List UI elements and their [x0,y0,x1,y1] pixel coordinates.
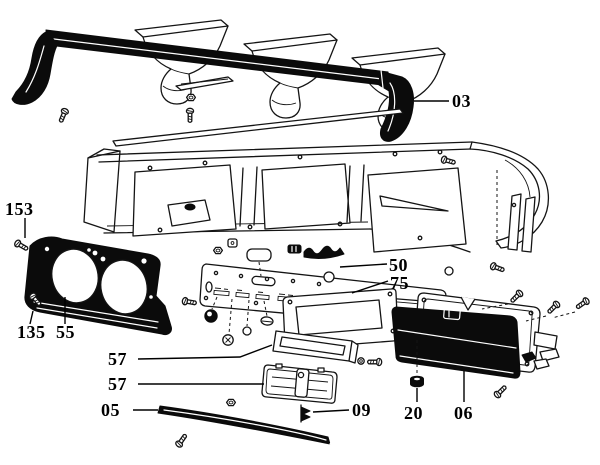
washer-icon [445,267,453,275]
knob-icon [205,310,217,322]
windshield-trim-strip [113,109,403,146]
heater-bezel-57 [273,331,358,363]
heater-control-57 [262,364,337,403]
part-label-03: 03 [452,91,471,111]
part-label-57a: 57 [108,349,127,369]
nut-icon [225,398,237,407]
grommet-20 [411,340,424,387]
screw-icon [181,296,198,308]
screw-icon [12,238,30,253]
glovebox-door-06 [392,307,520,378]
screw-icon [508,288,525,305]
knob-highlight [207,311,212,317]
washer-icon [357,357,365,365]
clip-fastener-09 [301,405,310,422]
screw-icon [366,357,383,367]
screw-icon [173,432,190,450]
part-label-75: 75 [390,273,409,293]
windshield-molding-03 [12,30,414,141]
screw-icon [488,261,506,275]
knob-icon [324,272,334,282]
part-label-20: 20 [404,403,423,423]
screw-icon [56,106,70,124]
part-label-06: 06 [454,403,473,423]
part-label-153: 153 [5,199,34,219]
screw-icon [574,295,592,312]
defroster-trim-strip [176,77,233,90]
bushing-icon [243,327,251,335]
screw-icon [492,383,509,400]
dashboard-frame [84,142,548,252]
part-label-09: 09 [352,400,371,420]
nut-icon [185,93,197,102]
part-label-135: 135 [17,322,46,342]
lower-molding-05 [158,406,332,444]
nut-icon [212,246,224,255]
clip-icon [228,239,237,247]
clip-icon [261,316,274,326]
screw-icon [439,154,457,167]
screw-icon [545,299,562,316]
cluster-bezel-55 [25,237,172,334]
lens-50-housing [247,249,271,261]
part-label-50: 50 [389,255,408,275]
part-label-57b: 57 [108,374,127,394]
glovebox-latch-parts [522,352,549,369]
leader-lines [25,101,464,412]
nameplate-emblem-50 [288,245,344,258]
screw-icon [185,107,195,124]
radio-bezel-75 [283,289,398,349]
part-label-55: 55 [56,322,75,342]
clip-hole [231,242,234,245]
part-label-05: 05 [101,400,120,420]
